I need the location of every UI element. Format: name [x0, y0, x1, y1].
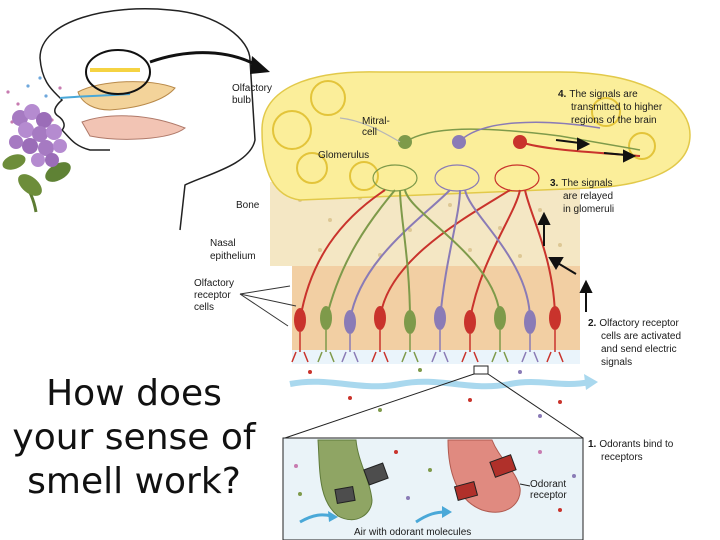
step-3-text: 3.The signals are relayed in glomeruli	[550, 173, 617, 215]
receptor-cells	[294, 306, 561, 334]
zoom-arrow	[149, 51, 259, 68]
label-air-odorant: Air with odorant molecules	[354, 527, 471, 538]
nasal-cavity	[77, 81, 176, 111]
signal-arrows	[537, 137, 637, 312]
head-illustration	[39, 8, 270, 231]
step-4-text: 4.The signals are transmitted to higher …	[558, 84, 667, 126]
receptor-inset	[282, 365, 584, 540]
zoom-arrowhead	[250, 56, 270, 74]
label-glomerulus: Glomerulus	[318, 150, 369, 161]
receptor-proteins	[334, 454, 517, 505]
label-mitral-cell: Mitral-cell	[362, 116, 390, 138]
mouth-cavity	[81, 115, 186, 140]
cross-section	[239, 71, 691, 418]
step-1-text: 1.Odorants bind to receptors	[588, 434, 678, 463]
green-cilium	[317, 439, 373, 521]
bulb-stripe	[90, 68, 140, 72]
inset-airflow	[299, 506, 452, 524]
glomerulus-purple	[434, 164, 480, 192]
pointer-lines	[239, 285, 297, 327]
head-outline	[39, 8, 256, 231]
receptor-dendrites	[291, 330, 564, 363]
inset-molecules	[294, 450, 576, 512]
lilac-flower	[2, 104, 71, 213]
axon-bundles	[299, 189, 556, 321]
zoom-circle	[85, 49, 151, 95]
label-bone: Bone	[236, 200, 260, 211]
slide-question: How does your sense of smell work?	[12, 373, 256, 502]
airflow	[289, 368, 598, 418]
bone-texture	[298, 196, 562, 258]
olfactory-bulb-shape	[261, 71, 691, 201]
step-2-text: 2.Olfactory receptor cells are activated…	[588, 313, 686, 368]
zoom-marker	[473, 365, 489, 375]
bulb-cells	[272, 80, 656, 191]
glomerulus-red	[494, 164, 540, 192]
